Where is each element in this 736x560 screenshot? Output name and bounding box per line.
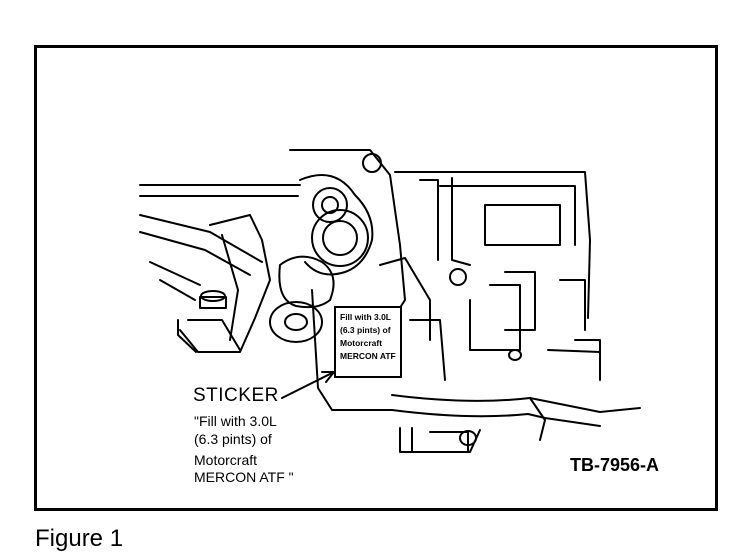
sticker-label-line: Motorcraft xyxy=(340,338,383,348)
sticker-label-line: Fill with 3.0L xyxy=(340,312,392,322)
sticker-callout-title: STICKER xyxy=(193,385,279,406)
sticker-label: Fill with 3.0L (6.3 pints) of Motorcraft… xyxy=(334,306,402,378)
housing-lines xyxy=(139,184,301,353)
sticker-label-line: (6.3 pints) of xyxy=(340,325,391,335)
sticker-label-line: MERCON ATF xyxy=(340,351,396,361)
figure-frame xyxy=(34,45,718,511)
sticker-callout-line: "Fill with 3.0L xyxy=(194,413,277,429)
figure-code: TB-7956-A xyxy=(570,455,660,475)
sticker-callout-line: (6.3 pints) of xyxy=(194,431,272,447)
sticker-callout-line: Motorcraft xyxy=(194,452,258,468)
sticker-leader-arrow xyxy=(281,371,335,399)
lower-bracket xyxy=(391,394,641,453)
sticker-callout-line: MERCON ATF " xyxy=(194,469,294,485)
figure-eight-casting xyxy=(269,149,406,411)
figure-caption: Figure 1 xyxy=(35,525,124,552)
right-housing xyxy=(379,171,601,381)
